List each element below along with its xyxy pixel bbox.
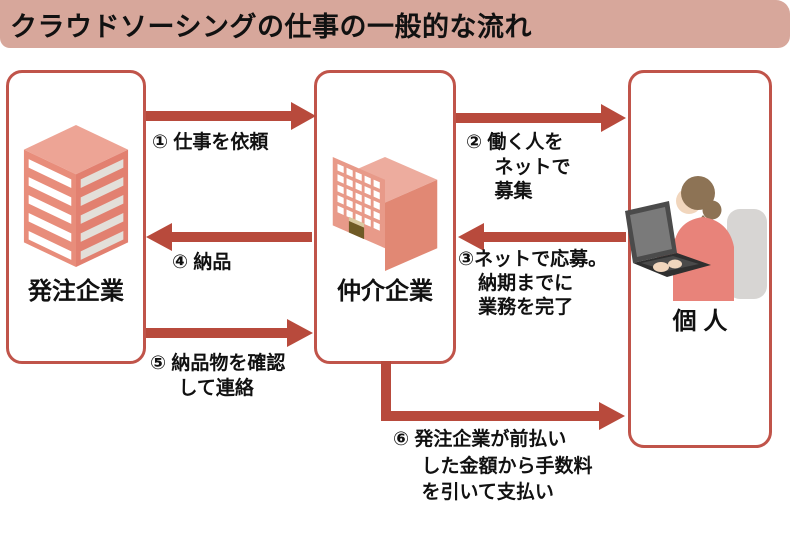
arrow-step-1-right [146, 102, 316, 130]
chair-shape [727, 209, 767, 299]
arrow-step-6-elbow-right [381, 361, 625, 430]
step-6-label: ⑥ 発注企業が前払い した金額から手数料 を引いて支払い [393, 429, 593, 504]
entity-box-intermediary: 仲介企業 [314, 70, 456, 364]
arrow-step-4-left [146, 223, 312, 251]
tower-building-icon [23, 125, 129, 267]
entity-box-orderer: 発注企業 [6, 70, 146, 364]
arrow-step-2-right [456, 104, 626, 132]
step-1-label: ① 仕事を依頼 [152, 132, 269, 153]
step-2-label: ② 働く人を ネットで 募集 [466, 132, 571, 203]
person-at-laptop-icon [625, 176, 767, 301]
step-3-label: ③ネットで応募。 納期までに 業務を完了 [458, 249, 608, 319]
entity-box-individual: 個 人 [625, 70, 772, 448]
step-4-label: ④ 納品 [172, 252, 232, 273]
entity-label-orderer: 発注企業 [28, 278, 124, 305]
arrow-step-5-right [146, 319, 313, 347]
cube-building-icon [332, 157, 438, 271]
entity-label-individual: 個 人 [672, 308, 728, 335]
arrow-step-3-left [458, 223, 626, 251]
diagram-title: クラウドソーシングの仕事の一般的な流れ [10, 11, 532, 42]
entity-label-intermediary: 仲介企業 [337, 278, 433, 305]
diagram-title-bar: クラウドソーシングの仕事の一般的な流れ [0, 0, 790, 48]
step-5-label: ⑤ 納品物を確認 して連絡 [150, 353, 286, 399]
